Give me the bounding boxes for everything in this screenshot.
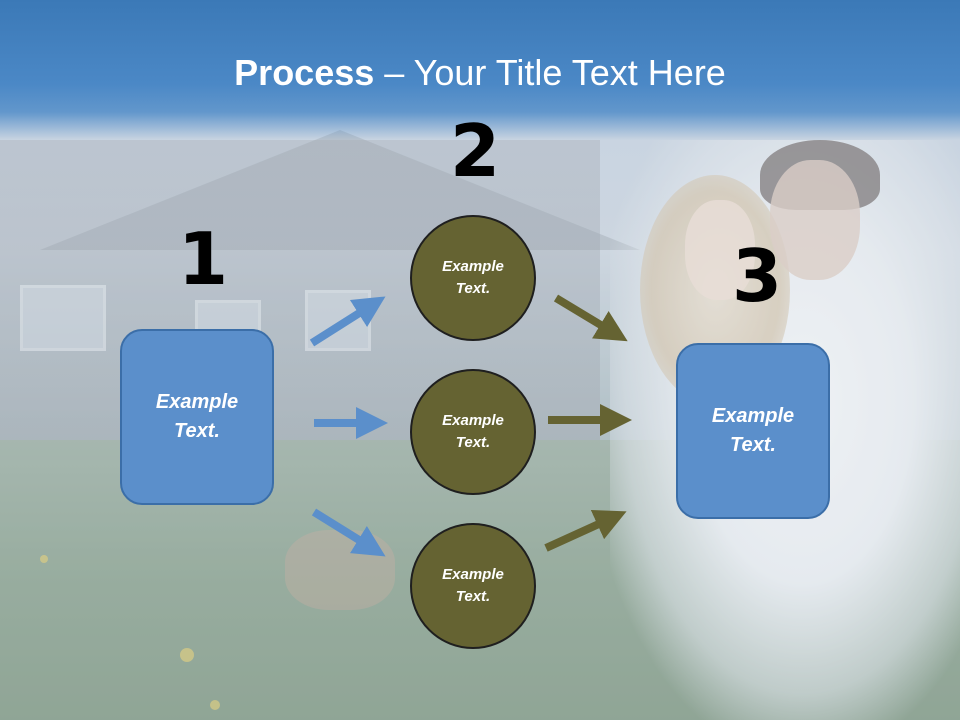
arrow-down-right — [311, 508, 386, 557]
house-roof — [40, 130, 640, 250]
circle-line1: Example — [442, 257, 504, 275]
circle-line1: Example — [442, 411, 504, 429]
step-number-1: 1 — [178, 217, 229, 301]
circle-line2: Text. — [455, 280, 491, 297]
circle-bottom[interactable]: Example Text. — [410, 523, 536, 649]
arrow-olive-down-right — [553, 294, 628, 342]
circle-middle[interactable]: Example Text. — [410, 369, 536, 495]
circle-top[interactable]: Example Text. — [410, 215, 536, 341]
step-number-2: 2 — [450, 109, 501, 193]
circle-line2: Text. — [455, 588, 491, 605]
circle-line1: Example — [442, 565, 504, 583]
circle-line2: Text. — [455, 434, 491, 451]
arrow-olive-up-right — [544, 510, 627, 552]
step-number-3: 3 — [732, 234, 783, 318]
man-face — [770, 160, 860, 280]
right-box-line1: Example — [711, 405, 795, 427]
left-text-box[interactable]: Example Text. — [120, 329, 274, 505]
slide-title[interactable]: Process – Your Title Text Here — [0, 52, 960, 94]
woman-face — [685, 200, 755, 300]
right-text-box[interactable]: Example Text. — [676, 343, 830, 519]
title-bold: Process — [234, 52, 375, 93]
title-bar — [0, 0, 960, 140]
house-window — [20, 285, 106, 351]
flower — [210, 700, 220, 710]
left-box-line1: Example — [155, 391, 239, 413]
left-box-line2: Text. — [174, 420, 220, 442]
arrow-up-right — [309, 296, 386, 347]
flower — [180, 648, 194, 662]
title-rest: – Your Title Text Here — [374, 52, 726, 93]
flower — [40, 555, 48, 563]
right-box-line2: Text. — [730, 434, 776, 456]
